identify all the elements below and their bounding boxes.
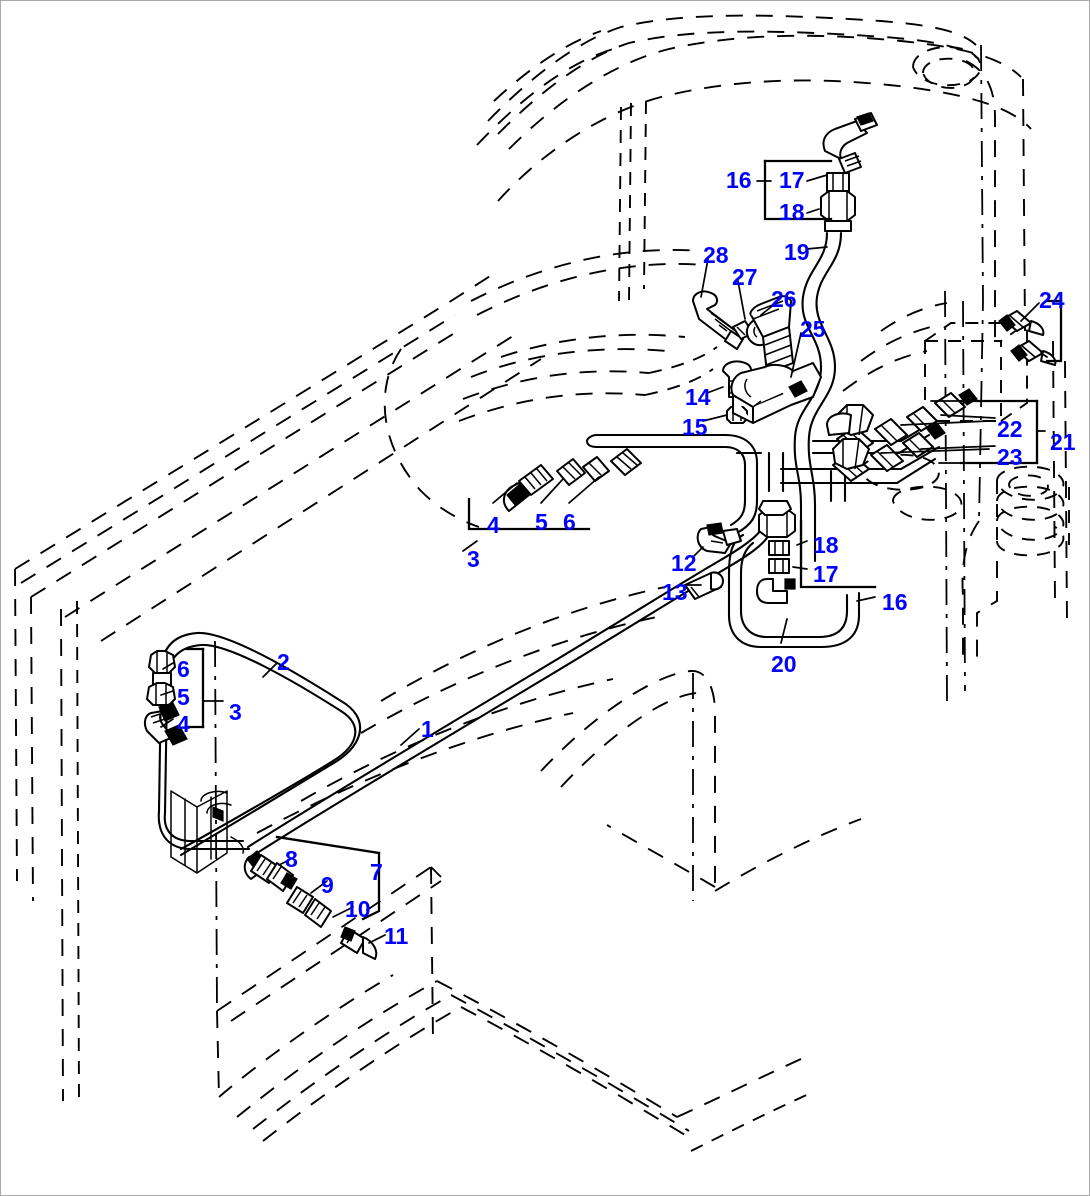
callout-28[interactable]: 28 [703, 242, 729, 268]
callout-8[interactable]: 8 [285, 846, 298, 872]
callout-18-lower[interactable]: 18 [813, 532, 839, 558]
callout-23[interactable]: 23 [997, 444, 1023, 470]
callout-12[interactable]: 12 [671, 550, 697, 576]
callout-11[interactable]: 11 [384, 923, 409, 949]
callout-19[interactable]: 19 [784, 239, 810, 265]
part-group-lower-hose [756, 508, 796, 604]
part-clamp-12-13 [684, 522, 742, 600]
callout-5-left[interactable]: 5 [177, 684, 190, 710]
part-misc-fittings [758, 412, 852, 516]
part-bracket-25-28 [692, 290, 822, 424]
part-group-mid-connector [503, 448, 642, 512]
callout-17-upper[interactable]: 17 [779, 167, 805, 193]
callout-26[interactable]: 26 [771, 286, 797, 312]
callout-6-left[interactable]: 6 [177, 656, 190, 682]
callout-21[interactable]: 21 [1050, 429, 1076, 455]
callout-14[interactable]: 14 [685, 384, 711, 410]
part-group-bottom-connector [243, 850, 378, 960]
callout-4-left[interactable]: 4 [177, 711, 190, 737]
callout-7[interactable]: 7 [370, 859, 383, 885]
callout-18-upper[interactable]: 18 [779, 199, 805, 225]
machine-body-outline [14, 14, 1070, 1152]
leader-lines [160, 159, 1063, 944]
callout-20[interactable]: 20 [771, 651, 797, 677]
callout-4-mid[interactable]: 4 [487, 512, 500, 538]
callout-25[interactable]: 25 [800, 316, 826, 342]
callout-3-left[interactable]: 3 [229, 699, 242, 725]
callout-1[interactable]: 1 [421, 716, 434, 742]
callout-22[interactable]: 22 [997, 416, 1023, 442]
callout-13[interactable]: 13 [662, 579, 688, 605]
callout-24[interactable]: 24 [1039, 287, 1065, 313]
callout-9[interactable]: 9 [321, 872, 334, 898]
callout-2[interactable]: 2 [277, 649, 290, 675]
callout-6-mid[interactable]: 6 [563, 509, 576, 535]
part-group-left-connector [143, 650, 188, 746]
callout-27[interactable]: 27 [732, 264, 758, 290]
callout-17-lower[interactable]: 17 [813, 561, 839, 587]
part-group-upper-hose [820, 112, 878, 232]
callout-16-lower[interactable]: 16 [882, 589, 908, 615]
tube-lines [157, 231, 941, 874]
callout-15[interactable]: 15 [682, 414, 708, 440]
callout-16-upper[interactable]: 16 [726, 167, 752, 193]
callout-10[interactable]: 10 [345, 896, 371, 922]
callout-5-mid[interactable]: 5 [535, 509, 548, 535]
callout-3-mid[interactable]: 3 [467, 546, 480, 572]
